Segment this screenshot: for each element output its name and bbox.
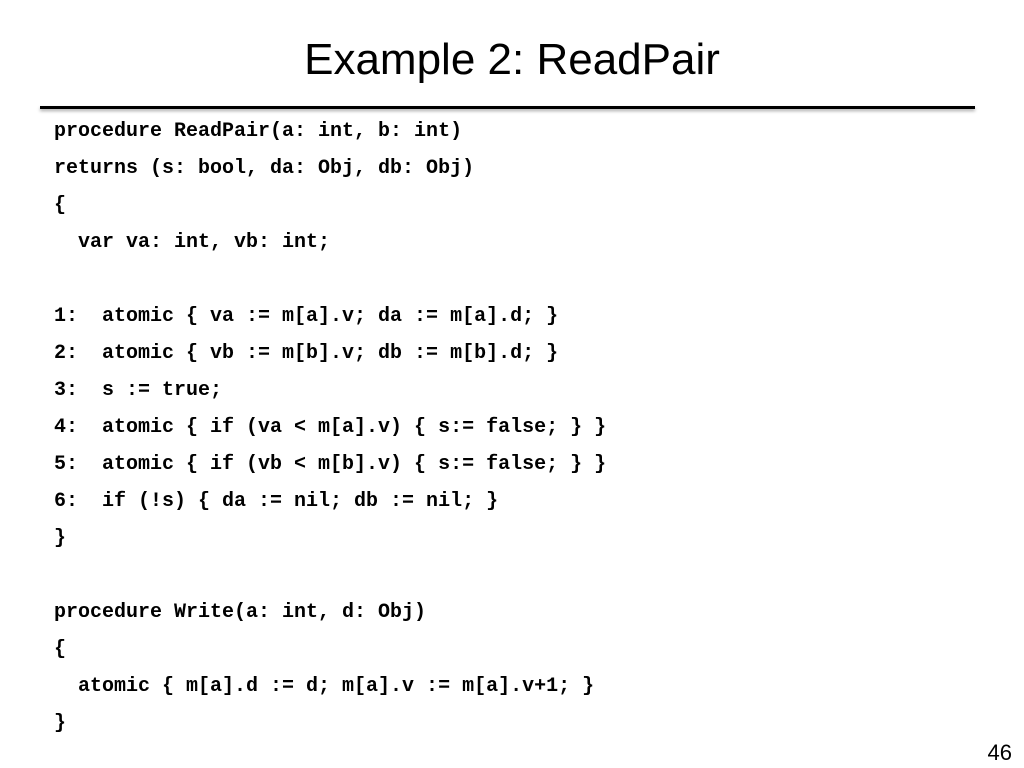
- code-line: 6: if (!s) { da := nil; db := nil; }: [54, 490, 499, 513]
- page-number: 46: [987, 740, 1012, 765]
- code-line: 2: atomic { vb := m[b].v; db := m[b].d; …: [54, 342, 559, 365]
- code-line: }: [54, 712, 67, 735]
- code-line: atomic { m[a].d := d; m[a].v := m[a].v+1…: [54, 675, 595, 698]
- code-line: {: [54, 194, 67, 217]
- code-line: [54, 561, 994, 598]
- slide-title: Example 2: ReadPair: [304, 35, 720, 84]
- code-line: [54, 265, 994, 302]
- code-line: procedure Write(a: int, d: Obj): [54, 601, 427, 624]
- title-divider: [40, 106, 975, 109]
- code-block: procedure ReadPair(a: int, b: int) retur…: [54, 117, 994, 746]
- code-line: 3: s := true;: [54, 379, 223, 402]
- code-line: {: [54, 638, 67, 661]
- code-line: returns (s: bool, da: Obj, db: Obj): [54, 157, 475, 180]
- code-line: 4: atomic { if (va < m[a].v) { s:= false…: [54, 416, 607, 439]
- code-line: }: [54, 527, 67, 550]
- code-line: var va: int, vb: int;: [54, 231, 331, 254]
- code-line: procedure ReadPair(a: int, b: int): [54, 120, 463, 143]
- code-line: 5: atomic { if (vb < m[b].v) { s:= false…: [54, 453, 607, 476]
- code-line: 1: atomic { va := m[a].v; da := m[a].d; …: [54, 305, 559, 328]
